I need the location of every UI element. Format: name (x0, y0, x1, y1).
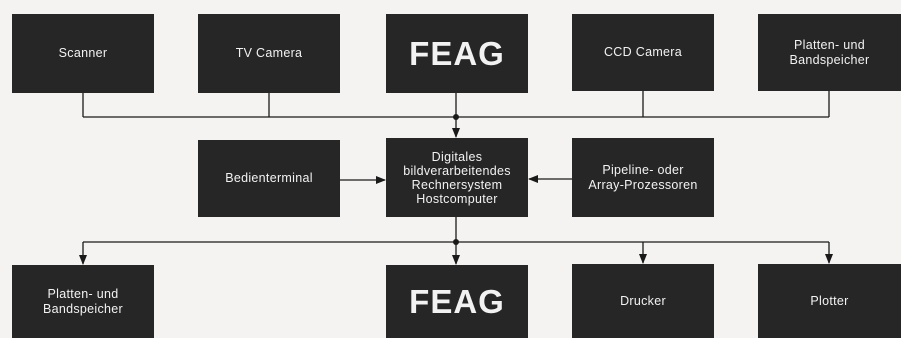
printer-box: Drucker (572, 264, 714, 338)
plotter-box: Plotter (758, 264, 901, 338)
output-junction-dot (453, 239, 459, 245)
ccd-camera-box: CCD Camera (572, 14, 714, 91)
feag-input-box: FEAG (386, 14, 528, 93)
scanner-box: Scanner (12, 14, 154, 93)
tv-camera-box: TV Camera (198, 14, 340, 93)
pipeline-processor-box: Pipeline- oder Array-Prozessoren (572, 138, 714, 217)
storage-input-box: Platten- und Bandspeicher (758, 14, 901, 91)
feag-output-box: FEAG (386, 265, 528, 338)
terminal-box: Bedienterminal (198, 140, 340, 217)
host-computer-box: Digitales bildverarbeitendes Rechnersyst… (386, 138, 528, 217)
storage-output-box: Platten- und Bandspeicher (12, 265, 154, 338)
input-junction-dot (453, 114, 459, 120)
